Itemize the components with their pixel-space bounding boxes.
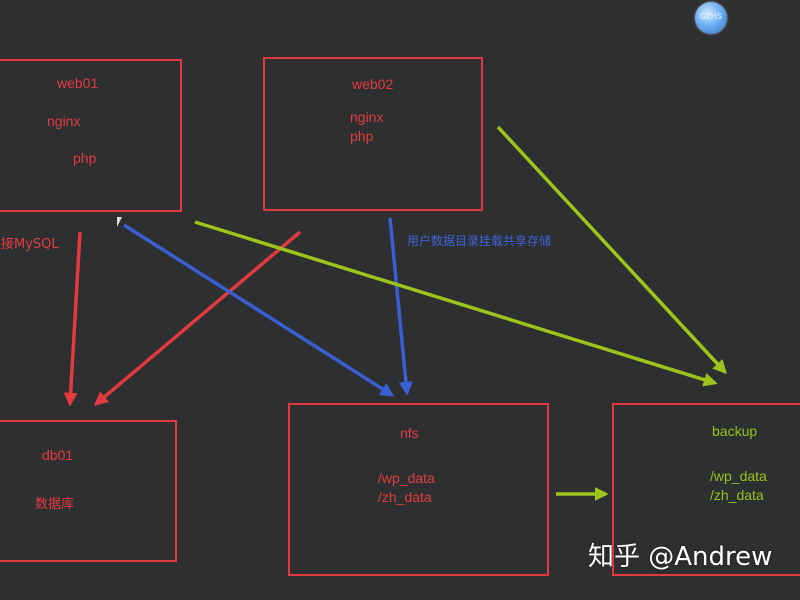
backup-wp-data-label: /wp_data [710, 468, 767, 484]
arrow-web01-to-backup [194, 220, 718, 387]
nfs-title: nfs [400, 425, 419, 441]
backup-title: backup [712, 423, 758, 439]
arrow-web02-to-db01 [93, 230, 302, 406]
db01-title: db01 [42, 447, 74, 463]
arrow-web01-to-db01 [63, 231, 82, 407]
backup-node [612, 403, 800, 576]
nfs-zh-data-label: /zh_data [378, 489, 432, 505]
nfs-wp-data-label: /wp_data [378, 470, 435, 486]
web02-nginx-label: nginx [350, 109, 384, 125]
web01-title: web01 [57, 75, 99, 91]
mysql-link-annotation: 连接MySQL [0, 237, 59, 252]
arrow-web02-to-nfs [388, 217, 413, 396]
web02-php-label: php [350, 128, 374, 144]
arrow-web02-to-backup [496, 125, 727, 375]
web01-nginx-label: nginx [47, 113, 81, 129]
nfs-mount-annotation: 用户数据目录挂载共享存储 [407, 234, 552, 248]
arrow-web01-to-nfs [123, 223, 395, 397]
db01-node [0, 420, 177, 562]
web01-php-label: php [73, 150, 97, 166]
mouse-cursor-icon [117, 217, 122, 227]
badge-text: GZHS [699, 12, 723, 21]
backup-zh-data-label: /zh_data [710, 487, 764, 503]
db01-database-label: 数据库 [35, 497, 75, 512]
zhihu-watermark: 知乎 @Andrew [588, 542, 773, 572]
web01-node [0, 59, 182, 212]
nfs-node [288, 403, 549, 576]
web02-node [263, 57, 483, 211]
web02-title: web02 [352, 76, 394, 92]
app-badge-icon[interactable]: GZHS [695, 2, 727, 34]
